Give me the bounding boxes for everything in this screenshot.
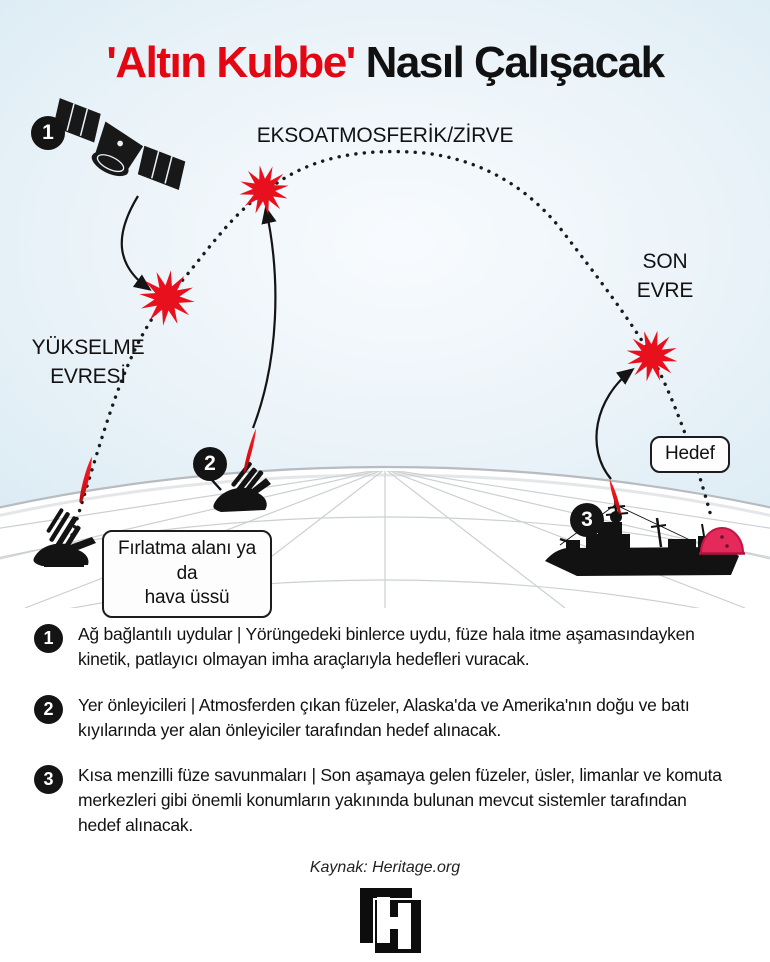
- satellite-icon: [53, 98, 186, 191]
- page-title-highlight: 'Altın Kubbe': [106, 38, 356, 87]
- legend-badge-2: 2: [34, 694, 63, 724]
- intercept-arrows: [120, 195, 635, 480]
- warship-icon: [545, 497, 739, 576]
- label-boost-phase: YÜKSELME EVRESİ: [31, 336, 145, 388]
- publisher-h-logo: [360, 887, 423, 955]
- explosion-burst-icon: [135, 266, 199, 330]
- publisher-logo-wrap: [0, 885, 770, 962]
- legend-text-1: Ağ bağlantılı uydular | Yörüngedeki binl…: [78, 624, 695, 669]
- page-title: 'Altın Kubbe'Nasıl Çalışacak: [0, 38, 770, 88]
- sam-launcher-icon: [33, 508, 96, 567]
- legend: 1 Ağ bağlantılı uydular | Yörüngedeki bi…: [0, 608, 770, 838]
- target-dome-icon: [699, 527, 745, 555]
- page-title-rest: Nasıl Çalışacak: [365, 38, 665, 87]
- legend-item-1: 1 Ağ bağlantılı uydular | Yörüngedeki bi…: [34, 622, 742, 672]
- explosion-burst-icon: [621, 325, 683, 387]
- ship-intercept-arrow: [595, 368, 635, 480]
- ground-intercept-arrow: [251, 205, 277, 429]
- satellite-intercept-arrow: [120, 195, 152, 291]
- explosion-burst-icon: [231, 157, 297, 223]
- legend-item-2: 2 Yer önleyicileri | Atmosferden çıkan f…: [34, 693, 742, 743]
- missile-defense-diagram: 'Altın Kubbe'Nasıl Çalışacak EKSOATMOSFE…: [0, 0, 770, 619]
- legend-text-2: Yer önleyicileri | Atmosferden çıkan füz…: [78, 694, 690, 740]
- marker-1-satellites: 1: [31, 116, 65, 150]
- marker-3-short-range: 3: [570, 503, 604, 537]
- legend-item-3: 3 Kısa menzilli füze savunmaları | Son a…: [34, 763, 742, 838]
- marker-2-ground-interceptors: 2: [193, 447, 227, 481]
- explosion-bursts: [135, 157, 683, 387]
- legend-badge-3: 3: [34, 765, 63, 795]
- source-attribution: Kaynak: Heritage.org: [309, 858, 461, 876]
- target-callout: Hedef: [650, 436, 730, 473]
- label-exoatmospheric: EKSOATMOSFERİK/ZİRVE: [256, 124, 514, 147]
- label-terminal-phase: SON EVRE: [636, 250, 694, 302]
- legend-badge-1: 1: [34, 624, 63, 653]
- launch-area-callout: Fırlatma alanı ya da hava üssü: [102, 530, 272, 619]
- legend-text-3: Kısa menzilli füze savunmaları | Son aşa…: [78, 765, 722, 836]
